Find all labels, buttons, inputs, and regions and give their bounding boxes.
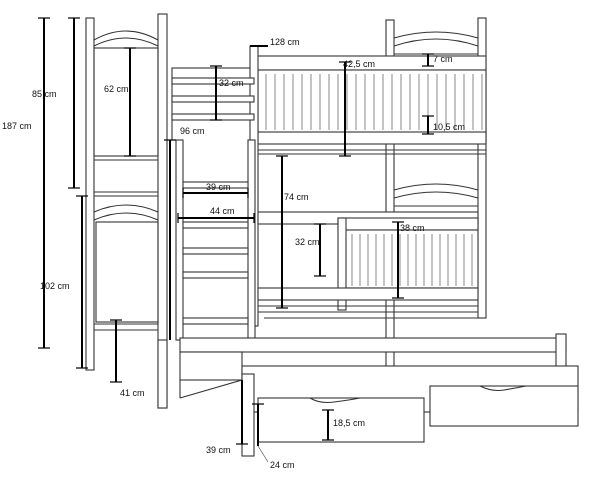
label-ladder-outer-width: 44 cm — [210, 206, 235, 216]
ladder-left-rail — [175, 139, 184, 341]
label-ladder-step-gap: 32 cm — [219, 78, 244, 88]
lower-headboard-arch — [93, 204, 159, 213]
label-trundle-height: 39 cm — [206, 445, 231, 455]
label-rail-clearance-top: 7 cm — [433, 54, 453, 64]
upper-rung — [171, 77, 255, 85]
left-end-frame — [85, 13, 168, 409]
label-drawer-height: 18,5 cm — [333, 418, 365, 428]
left-front-post — [85, 17, 95, 371]
ladder-rung — [182, 221, 249, 229]
right-rear-post — [477, 17, 487, 319]
label-length: 128 cm — [270, 37, 300, 47]
trundle-rail-top — [179, 337, 567, 353]
label-total-height: 187 cm — [2, 121, 32, 131]
label-lower-rail: 32 cm — [295, 237, 320, 247]
label-trundle-depth: 24 cm — [270, 460, 295, 470]
label-upper-height: 85 cm — [32, 89, 57, 99]
label-ladder-height: 96 cm — [180, 126, 205, 136]
lower-bunk — [257, 183, 479, 319]
upper-slats — [265, 74, 483, 130]
label-ladder-inner-width: 39 cm — [206, 182, 231, 192]
label-lower-height: 102 cm — [40, 281, 70, 291]
ladder-right-rail — [247, 139, 256, 341]
upper-headboard-panel — [93, 47, 159, 157]
ladder-rung — [182, 247, 249, 255]
upper-rung — [171, 113, 255, 121]
upper-ladder-rungs — [171, 77, 255, 121]
lower-headboard-panel — [95, 221, 159, 323]
ladder-rung — [182, 181, 249, 189]
dimension-labels: 187 cm 85 cm 102 cm 62 cm 32 cm 128 cm 4… — [2, 37, 465, 470]
label-bed-gap: 74 cm — [284, 192, 309, 202]
lower-slatted-panel — [343, 229, 479, 289]
trundle-bed — [179, 333, 579, 457]
label-lower-guard: 38 cm — [400, 223, 425, 233]
label-headboard-panel: 62 cm — [104, 84, 129, 94]
ladder-rung — [182, 271, 249, 279]
upper-rung — [171, 95, 255, 103]
label-foot-height: 41 cm — [120, 388, 145, 398]
drawer-right — [429, 385, 579, 427]
label-guard-rail-top: 42,5 cm — [343, 59, 375, 69]
ladder-rung — [182, 317, 249, 325]
upper-slatted-panel — [257, 69, 487, 143]
ladder-rungs — [182, 181, 249, 325]
upper-headboard-arch — [93, 30, 159, 41]
label-rail-clearance-bottom: 10,5 cm — [433, 122, 465, 132]
lower-slats — [351, 234, 473, 286]
dimension-lines — [38, 17, 434, 463]
